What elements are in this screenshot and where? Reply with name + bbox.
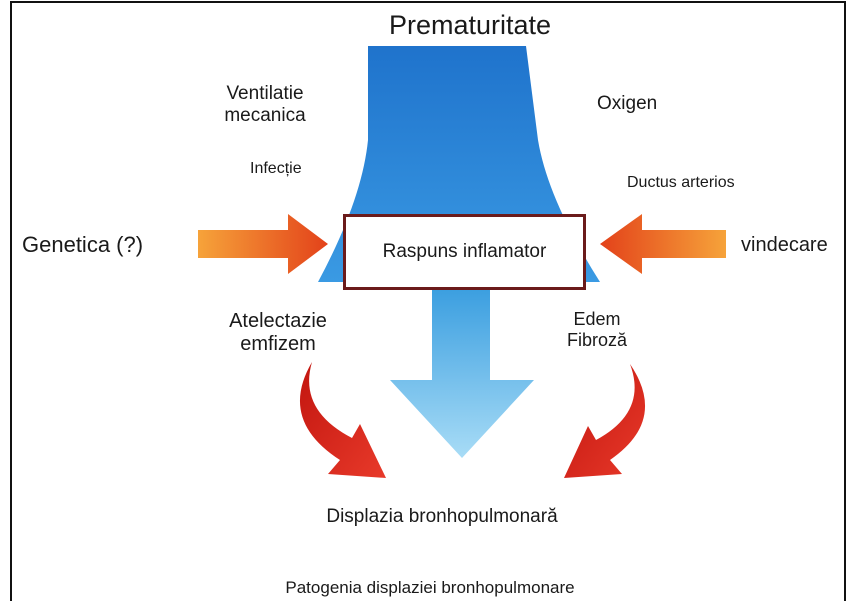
vindecare-label: vindecare xyxy=(741,234,828,256)
genetica-arrow xyxy=(198,214,328,274)
displazia-label: Displazia bronhopulmonară xyxy=(326,506,558,527)
edem-label: Edem Fibroză xyxy=(566,309,628,350)
atelectazie-label: Atelectazie emfizem xyxy=(229,310,327,355)
down-arrow xyxy=(390,290,534,458)
prematuritate-label: Prematuritate xyxy=(388,10,552,40)
vindecare-arrow xyxy=(600,214,726,274)
raspuns-inflamator-label: Raspuns inflamator xyxy=(382,241,547,262)
genetica-label: Genetica (?) xyxy=(22,232,144,257)
raspuns-inflamator-box: Raspuns inflamator xyxy=(343,214,586,290)
left-red-curved-arrow xyxy=(299,362,386,478)
oxigen-label: Oxigen xyxy=(597,93,658,114)
infectie-label: Infecție xyxy=(250,160,302,177)
figure-caption: Patogenia displaziei bronhopulmonare xyxy=(285,578,575,597)
ductus-label: Ductus arterios xyxy=(627,174,735,191)
ventilatie-label: Ventilatie mecanica xyxy=(224,83,306,126)
figure-frame xyxy=(10,1,846,601)
right-red-curved-arrow xyxy=(564,364,646,478)
